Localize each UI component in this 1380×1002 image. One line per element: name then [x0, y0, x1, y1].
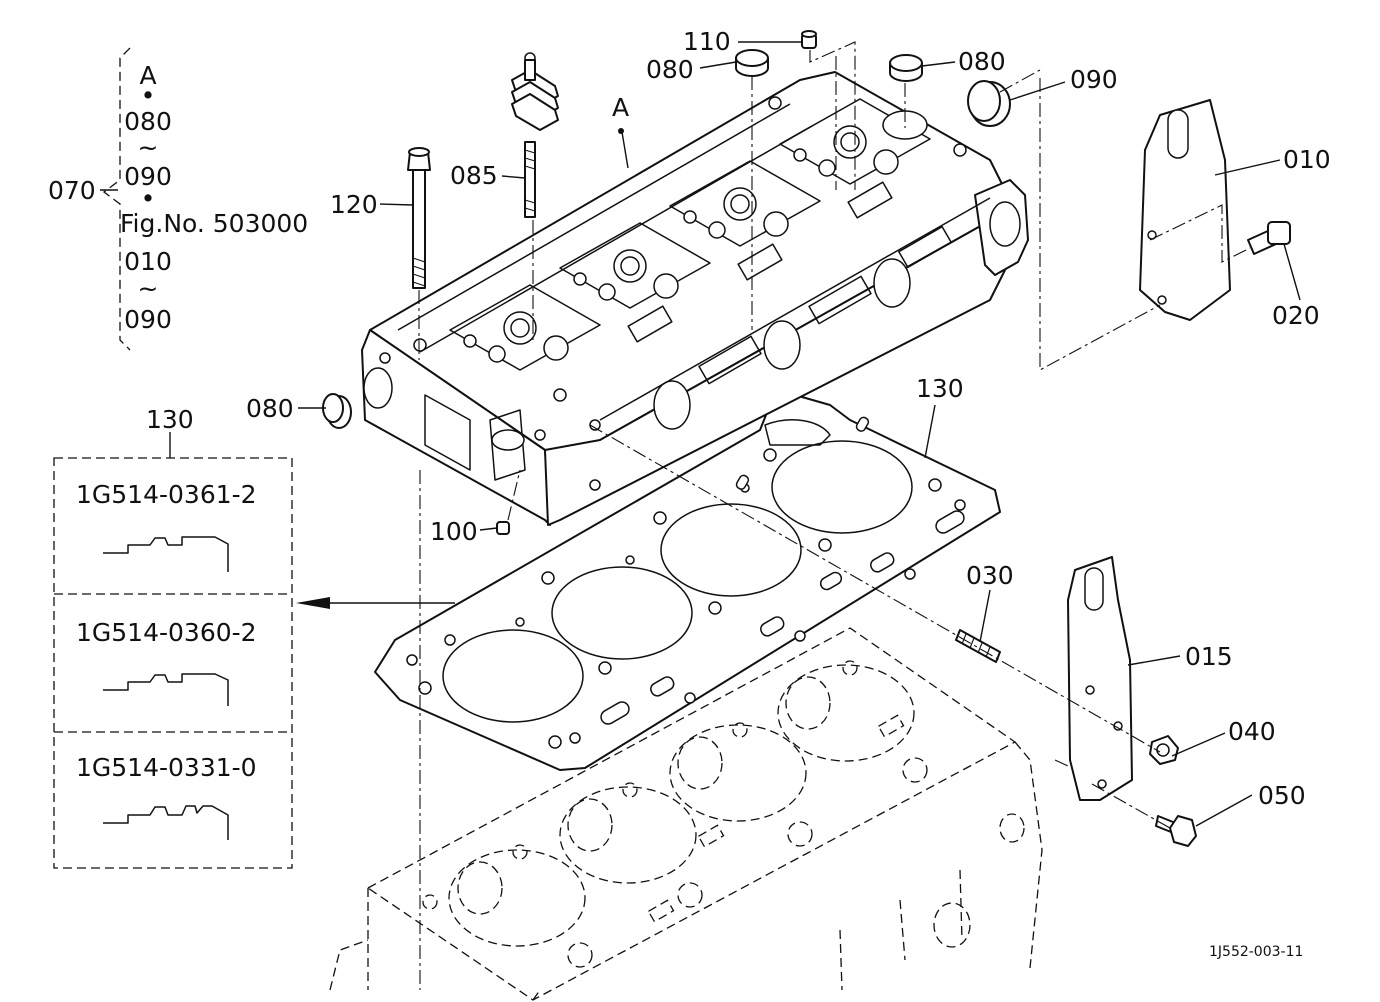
stud-030 — [955, 629, 1001, 663]
callout-050: 050 — [1258, 781, 1306, 810]
callout-120: 120 — [330, 190, 378, 219]
group-line: 090 — [124, 162, 172, 191]
stud-085 — [511, 52, 559, 218]
group-number: 070 — [48, 176, 96, 205]
plug-100 — [496, 521, 510, 535]
bracket-015 — [1067, 556, 1133, 801]
callout-130: 130 — [916, 374, 964, 403]
cylinder-head — [361, 71, 1029, 526]
leader-lines — [298, 41, 1301, 990]
gasket-part-number: 1G514-0331-0 — [76, 753, 257, 782]
callout-090: 090 — [1070, 65, 1118, 94]
callout-100: 100 — [430, 517, 478, 546]
bracket-010 — [1139, 99, 1231, 321]
callout-040: 040 — [1228, 717, 1276, 746]
nut-040 — [1149, 735, 1179, 765]
group-line: • — [141, 81, 156, 110]
cap-090 — [967, 80, 1011, 127]
callout-010: 010 — [1283, 145, 1331, 174]
callout-080: 080 — [646, 55, 694, 84]
group-line: A — [139, 61, 156, 90]
cylinder-block — [329, 627, 1043, 1001]
bolt-120 — [407, 147, 431, 289]
group-line: 090 — [124, 305, 172, 334]
plug-080-top — [735, 49, 769, 77]
group-line: Fig.No. 503000 — [120, 209, 308, 238]
gasket-part-numbers: 1G514-0361-2 1G514-0360-2 1G514-0331-0 — [76, 480, 257, 782]
gasket-part-number: 1G514-0361-2 — [76, 480, 257, 509]
callout-080: 080 — [246, 394, 294, 423]
callout-080: 080 — [958, 47, 1006, 76]
callout-030: 030 — [966, 561, 1014, 590]
gasket-variant-table — [53, 432, 455, 869]
group-label-070: 070 A • 080 ~ 090 • Fig.No. 503000 010 ~… — [48, 61, 308, 334]
bolt-020 — [1247, 221, 1291, 255]
plug-080-right — [889, 54, 923, 82]
callout-015: 015 — [1185, 642, 1233, 671]
callout-020: 020 — [1272, 301, 1320, 330]
drawing-code: 1J552-003-11 — [1209, 944, 1303, 960]
bolt-050 — [1155, 815, 1197, 847]
callout-085: 085 — [450, 161, 498, 190]
group-line: ~ — [138, 274, 159, 303]
group-line: • — [141, 184, 156, 213]
callout-130: 130 — [146, 405, 194, 434]
callout-110: 110 — [683, 27, 731, 56]
reference-mark-a: A — [612, 93, 629, 122]
gasket-part-number: 1G514-0360-2 — [76, 618, 257, 647]
group-line: ~ — [138, 133, 159, 162]
callout-labels: A 110 080 080 090 010 020 085 120 080 10… — [146, 27, 1331, 810]
group-line: 080 — [124, 107, 172, 136]
group-line: 010 — [124, 247, 172, 276]
head-gasket — [374, 394, 1001, 771]
group-bracket — [100, 47, 131, 351]
plug-080-left — [322, 393, 352, 429]
plug-110 — [801, 30, 817, 49]
